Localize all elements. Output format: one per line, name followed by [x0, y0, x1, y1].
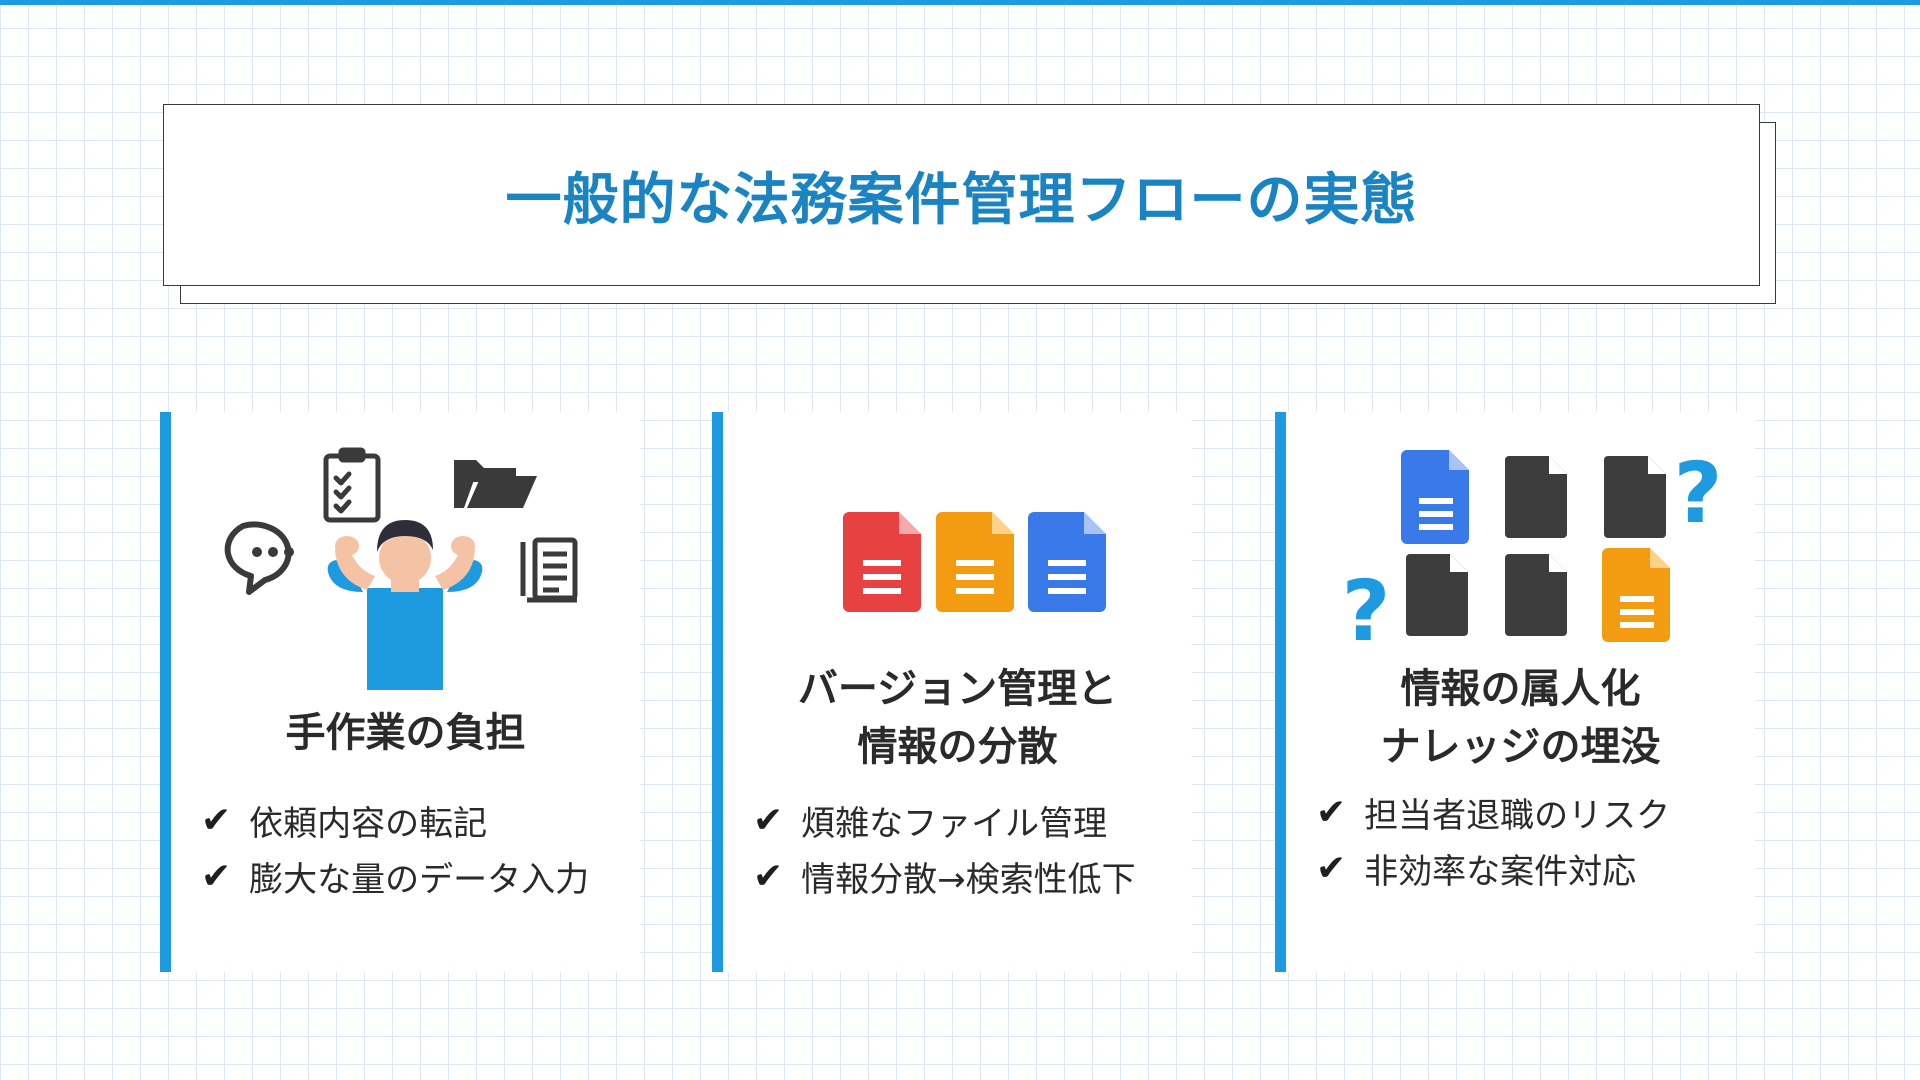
- list-item: ✔ 依頼内容の転記: [201, 792, 589, 848]
- check-icon: ✔: [1316, 791, 1347, 833]
- question-mark-icon: ?: [1342, 562, 1391, 660]
- card-3-heading: 情報の属人化 ナレッジの埋没: [1286, 660, 1755, 776]
- top-accent-bar: [0, 0, 1920, 5]
- card-manual-work: 手作業の負担 ✔ 依頼内容の転記 ✔ 膨大な量のデータ入力: [160, 412, 640, 972]
- list-item-text: 膨大な量のデータ入力: [249, 859, 590, 900]
- list-item: ✔ 非効率な案件対応: [1316, 840, 1670, 896]
- document-blue-icon: [1401, 450, 1469, 544]
- document-blue-icon: [1028, 512, 1106, 612]
- card-3-illustration: ? ?: [1342, 444, 1723, 660]
- card-3-heading-line-2: ナレッジの埋没: [1380, 724, 1661, 770]
- check-icon: ✔: [753, 855, 784, 897]
- card-3-heading-line-1: 情報の属人化: [1400, 666, 1641, 712]
- list-item: ✔ 煩雑なファイル管理: [753, 792, 1136, 848]
- title-box: 一般的な法務案件管理フローの実態: [163, 104, 1760, 286]
- check-icon: ✔: [1316, 847, 1347, 889]
- card-1-illustration: [224, 447, 578, 690]
- list-item: ✔ 情報分散→検索性低下: [753, 848, 1136, 904]
- card-1-heading: 手作業の負担: [171, 704, 640, 762]
- check-icon: ✔: [201, 799, 232, 841]
- list-item-text: 情報分散→検索性低下: [801, 859, 1136, 900]
- question-mark-icon: ?: [1674, 444, 1723, 542]
- card-2-heading-line-1: バージョン管理と: [797, 666, 1118, 712]
- folder-icon: [454, 460, 537, 508]
- card-2-illustration: [843, 512, 1106, 612]
- card-1-list: ✔ 依頼内容の転記 ✔ 膨大な量のデータ入力: [201, 792, 589, 904]
- page-title: 一般的な法務案件管理フローの実態: [505, 167, 1418, 233]
- check-icon: ✔: [753, 799, 784, 841]
- list-item-text: 非効率な案件対応: [1364, 851, 1637, 892]
- document-dark-icon: [1406, 554, 1468, 636]
- document-red-icon: [843, 512, 921, 612]
- check-icon: ✔: [201, 855, 232, 897]
- clipboard-icon: [323, 447, 381, 523]
- document-orange-icon: [936, 512, 1014, 612]
- person-stressed-icon: [327, 520, 483, 690]
- chat-bubble-icon: [224, 521, 294, 595]
- card-version-management: バージョン管理と 情報の分散 ✔ 煩雑なファイル管理 ✔ 情報分散→検索性低下: [712, 412, 1192, 972]
- list-item-text: 依頼内容の転記: [249, 803, 488, 844]
- document-dark-icon: [1505, 554, 1567, 636]
- list-item-text: 煩雑なファイル管理: [801, 803, 1108, 844]
- card-3-list: ✔ 担当者退職のリスク ✔ 非効率な案件対応: [1316, 784, 1670, 896]
- card-knowledge-silo: ? ? 情報の属人化 ナレッジの埋没 ✔ 担当者退職のリスク ✔ 非効率な案件対…: [1275, 412, 1755, 972]
- document-orange-icon: [1602, 548, 1670, 642]
- document-dark-icon: [1505, 456, 1567, 538]
- list-item-text: 担当者退職のリスク: [1364, 795, 1671, 836]
- list-item: ✔ 担当者退職のリスク: [1316, 784, 1670, 840]
- list-item: ✔ 膨大な量のデータ入力: [201, 848, 589, 904]
- documents-icon: [520, 537, 578, 603]
- card-2-heading-line-2: 情報の分散: [857, 724, 1058, 770]
- card-2-heading: バージョン管理と 情報の分散: [723, 660, 1192, 776]
- document-dark-icon: [1604, 456, 1666, 538]
- card-1-heading-line-1: 手作業の負担: [285, 710, 526, 756]
- card-2-list: ✔ 煩雑なファイル管理 ✔ 情報分散→検索性低下: [753, 792, 1136, 904]
